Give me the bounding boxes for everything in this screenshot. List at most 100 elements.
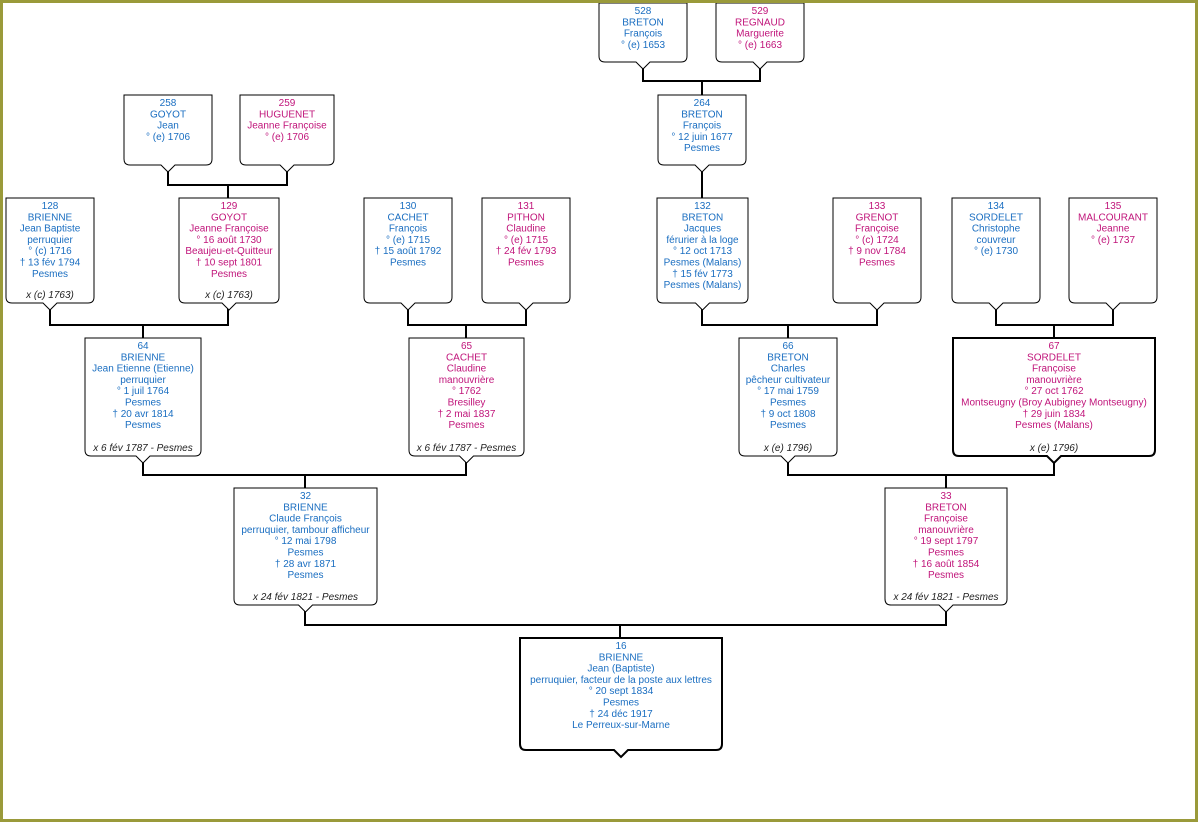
person-surname: HUGUENET <box>259 109 315 120</box>
person-number: 528 <box>635 6 652 17</box>
person-surname: SORDELET <box>1027 352 1081 363</box>
person-number: 264 <box>694 98 711 109</box>
person-detail-line: ° 12 juin 1677 <box>671 132 733 143</box>
person-detail-line: ° 20 sept 1834 <box>589 686 654 697</box>
person-card-frame <box>832 197 922 311</box>
connector-66-67 <box>787 456 1055 476</box>
person-detail-line: † 15 août 1792 <box>375 246 442 257</box>
person-detail-line: † 9 oct 1808 <box>760 409 815 420</box>
person-number: 529 <box>752 6 769 17</box>
person-card-frame <box>598 3 688 70</box>
marriage-note: x 6 fév 1787 - Pesmes <box>416 443 517 454</box>
person-detail-line: Jean (Baptiste) <box>587 664 654 675</box>
person-detail-line: † 15 fév 1773 <box>672 269 733 280</box>
marriage-note: x 24 fév 1821 - Pesmes <box>892 592 998 603</box>
person-card-frame <box>233 487 378 613</box>
person-detail-line: † 28 avr 1871 <box>275 559 337 570</box>
person-detail-line: Pesmes <box>287 548 323 559</box>
person-number: 33 <box>940 491 952 502</box>
person-card-frame <box>1068 197 1158 311</box>
person-card-frame <box>239 94 335 173</box>
person-detail-line: manouvrière <box>439 375 495 386</box>
connector-528-529 <box>642 62 761 82</box>
person-detail-line: Pesmes <box>390 258 426 269</box>
person-detail-line: Montseugny (Broy Aubigney Montseugny) <box>961 398 1147 409</box>
person-detail-line: François <box>389 224 427 235</box>
connector-64-65 <box>142 456 467 476</box>
person-card-frame <box>519 637 723 759</box>
person-detail-line: ° (c) 1716 <box>28 246 72 257</box>
person-card-frame <box>5 197 95 311</box>
person-detail-line: perruquier <box>120 375 166 386</box>
person-detail-line: ° (e) 1715 <box>504 235 548 246</box>
person-surname: BRIENNE <box>599 652 644 663</box>
person-surname: GOYOT <box>211 212 247 223</box>
person-detail-line: † 10 sept 1801 <box>196 258 263 269</box>
person-surname: CACHET <box>446 352 487 363</box>
person-detail-line: ° (e) 1737 <box>1091 235 1135 246</box>
person-detail-line: Marguerite <box>736 29 784 40</box>
person-surname: BRIENNE <box>283 502 328 513</box>
person-detail-line: férurier à la loge <box>666 235 739 246</box>
person-detail-line: ° (e) 1706 <box>265 132 309 143</box>
person-number: 132 <box>694 201 711 212</box>
person-detail-line: Claudine <box>447 364 487 375</box>
marriage-note: x 24 fév 1821 - Pesmes <box>252 592 358 603</box>
person-detail-line: François <box>624 29 662 40</box>
person-surname: BRETON <box>767 352 809 363</box>
marriage-note: x 6 fév 1787 - Pesmes <box>92 443 193 454</box>
tree-connectors <box>49 62 1114 638</box>
person-detail-line: ° 1 juil 1764 <box>117 386 170 397</box>
person-detail-line: Bresilley <box>448 398 486 409</box>
person-detail-line: Jacques <box>684 224 721 235</box>
person-detail-line: ° (e) 1663 <box>738 40 782 51</box>
person-detail-line: ° 27 oct 1762 <box>1024 386 1083 397</box>
person-number: 135 <box>1105 201 1122 212</box>
person-detail-line: ° (e) 1653 <box>621 40 665 51</box>
person-surname: BRETON <box>681 109 723 120</box>
person-card-frame <box>738 337 838 464</box>
person-detail-line: François <box>683 121 721 132</box>
person-detail-line: Pesmes <box>287 570 323 581</box>
person-surname: BRETON <box>622 17 664 28</box>
person-surname: SORDELET <box>969 212 1023 223</box>
person-detail-line: † 16 août 1854 <box>913 559 980 570</box>
person-surname: BRIENNE <box>28 212 73 223</box>
person-detail-line: Françoise <box>1032 364 1076 375</box>
person-detail-line: † 9 nov 1784 <box>848 246 906 257</box>
person-detail-line: Pesmes (Malans) <box>664 280 742 291</box>
person-detail-line: perruquier <box>27 235 73 246</box>
marriage-note: x (e) 1796) <box>763 443 812 454</box>
person-detail-line: Françoise <box>924 514 968 525</box>
person-detail-line: Pesmes <box>770 420 806 431</box>
person-number: 16 <box>615 641 627 652</box>
person-detail-line: † 24 déc 1917 <box>589 709 653 720</box>
person-detail-line: Pesmes <box>603 698 639 709</box>
person-detail-line: Pesmes (Malans) <box>664 258 742 269</box>
marriage-note: x (c) 1763) <box>25 290 74 301</box>
connector-258-259 <box>167 165 288 186</box>
person-detail-line: ° (e) 1715 <box>386 235 430 246</box>
